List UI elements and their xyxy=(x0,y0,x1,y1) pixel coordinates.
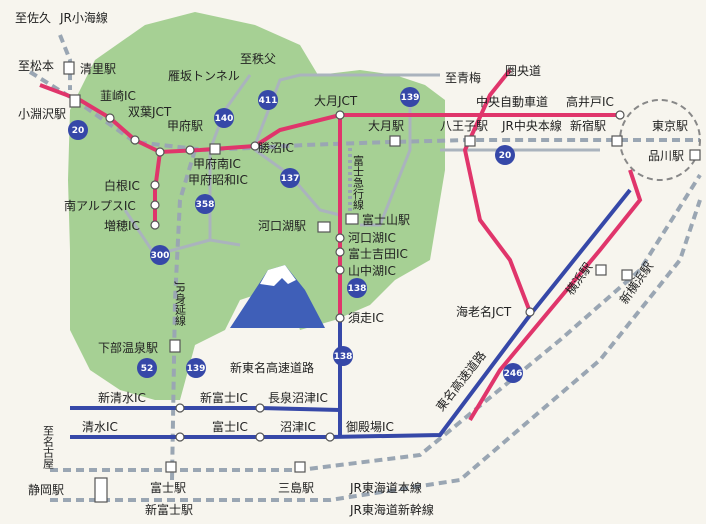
label-kofu-minami-ic: 甲府南IC xyxy=(193,156,241,171)
label-numazu-ic: 沼津IC xyxy=(280,420,316,434)
label-fujikyu-line: 富士急行線 xyxy=(352,154,365,210)
svg-text:246: 246 xyxy=(504,369,523,379)
label-nagoya: 至名古屋 xyxy=(42,425,55,470)
shield-246-icon: 246 xyxy=(503,363,523,383)
label-otsuki-station: 大月駅 xyxy=(368,119,404,133)
label-kawaguchiko-station: 河口湖駅 xyxy=(258,218,306,233)
label-fuji-ic: 富士IC xyxy=(212,419,248,434)
label-kofu-station: 甲府駅 xyxy=(167,118,203,133)
label-shinyokohama-station: 新横浜駅 xyxy=(616,259,656,307)
label-kobuchizawa: 小淵沢駅 xyxy=(18,107,66,121)
road-137 xyxy=(254,148,341,217)
label-matsumoto: 至松本 xyxy=(18,59,54,73)
shield-139-icon: 139 xyxy=(400,87,420,107)
chubu-odan-expressway xyxy=(153,151,162,225)
svg-text:358: 358 xyxy=(196,200,215,210)
label-ebina-jct: 海老名JCT xyxy=(456,304,512,319)
label-shinjuku-station: 新宿駅 xyxy=(570,118,606,133)
shield-139-south-icon: 139 xyxy=(186,358,206,378)
label-katsunuma-ic: 勝沼IC xyxy=(258,140,294,155)
svg-text:139: 139 xyxy=(401,93,420,103)
road-139 xyxy=(360,105,412,227)
label-nirasaki-ic: 韮崎IC xyxy=(100,89,136,103)
label-karisaka: 雁坂トンネル xyxy=(168,69,240,83)
label-hachioji-station: 八王子駅 xyxy=(440,119,488,133)
shuto-connector xyxy=(468,169,643,422)
label-minobu-line: JR身延線 xyxy=(174,281,187,326)
shield-411-icon: 411 xyxy=(258,90,278,110)
label-otsuki-jct: 大月JCT xyxy=(314,94,358,108)
label-shinkansen: JR東海道新幹線 xyxy=(349,502,434,517)
shield-358-icon: 358 xyxy=(195,194,215,214)
label-kofu-showa-ic: 甲府昭和IC xyxy=(188,172,248,187)
shield-52-icon: 52 xyxy=(137,358,157,378)
label-takaido-ic: 高井戸IC xyxy=(566,94,614,109)
label-koumi-line: JR小海線 xyxy=(59,10,108,25)
label-shimobe-station: 下部温泉駅 xyxy=(98,340,158,355)
label-shizuoka-station: 静岡駅 xyxy=(28,483,64,497)
shield-140-icon: 140 xyxy=(214,108,234,128)
label-kiyosato: 清里駅 xyxy=(80,62,116,76)
svg-text:137: 137 xyxy=(281,174,300,184)
shield-138-north-icon: 138 xyxy=(347,278,367,298)
rail-koumi-line xyxy=(58,34,72,90)
svg-text:300: 300 xyxy=(151,251,170,261)
label-subashiri-ic: 須走IC xyxy=(348,311,384,325)
shin-tomei-expressway xyxy=(70,406,341,412)
label-shin-fuji-ic: 新富士IC xyxy=(200,390,248,405)
label-gotemba-ic: 御殿場IC xyxy=(346,419,394,434)
mount-fuji-icon xyxy=(230,265,325,328)
label-fujiyoshida-ic: 富士吉田IC xyxy=(348,246,408,261)
shield-20-east-icon: 20 xyxy=(495,145,515,165)
label-tokaido-main-line: JR東海道本線 xyxy=(349,480,422,495)
label-futaba-jct: 双葉JCT xyxy=(128,105,172,119)
label-jr-chuo-line: JR中央本線 xyxy=(501,118,562,133)
label-tokyo-station: 東京駅 xyxy=(652,119,688,133)
label-nagaizumi-ic: 長泉沼津IC xyxy=(268,391,328,405)
kenodo-expressway xyxy=(462,68,532,313)
label-saku: 至佐久 xyxy=(15,11,51,25)
shield-137-icon: 137 xyxy=(280,168,300,188)
svg-text:411: 411 xyxy=(259,96,278,106)
shield-300-icon: 300 xyxy=(150,245,170,265)
label-shin-shimizu-ic: 新清水IC xyxy=(98,390,146,405)
chuo-expressway xyxy=(39,83,620,155)
road-411 xyxy=(253,73,440,146)
label-shirane-ic: 白根IC xyxy=(104,178,140,193)
svg-text:138: 138 xyxy=(348,284,367,294)
svg-text:138: 138 xyxy=(334,352,353,362)
label-shin-tomei-expressway: 新東名高速道路 xyxy=(230,360,314,375)
svg-text:20: 20 xyxy=(499,151,512,161)
svg-text:52: 52 xyxy=(141,364,154,374)
label-masuho-ic: 増穂IC xyxy=(104,219,140,233)
rail-minobu-line xyxy=(170,149,197,481)
label-shinfuji-station: 新富士駅 xyxy=(145,502,193,517)
shield-20-west-icon: 20 xyxy=(68,120,88,140)
label-ome: 至青梅 xyxy=(445,70,481,85)
label-mishima-station: 三島駅 xyxy=(278,480,314,495)
label-kawaguchiko-ic: 河口湖IC xyxy=(348,230,396,245)
svg-text:139: 139 xyxy=(187,364,206,374)
label-shinagawa-station: 品川駅 xyxy=(648,149,684,163)
shield-138-south-icon: 138 xyxy=(333,346,353,366)
label-chuo-expressway: 中央自動車道 xyxy=(476,94,548,109)
rail-tokaido-main xyxy=(50,173,702,472)
label-chichibu: 至秩父 xyxy=(240,52,276,66)
label-kenodo: 圏央道 xyxy=(505,64,541,78)
label-fujisan-station: 富士山駅 xyxy=(362,212,410,227)
label-minami-alps-ic: 南アルプスIC xyxy=(64,198,136,213)
label-shimizu-ic: 清水IC xyxy=(82,420,118,434)
rail-shinkansen xyxy=(50,199,702,502)
svg-text:20: 20 xyxy=(72,126,85,136)
label-yamanakako-ic: 山中湖IC xyxy=(348,263,396,278)
label-fuji-station: 富士駅 xyxy=(150,480,186,495)
yamanashi-region xyxy=(68,12,445,400)
svg-text:140: 140 xyxy=(215,114,234,124)
